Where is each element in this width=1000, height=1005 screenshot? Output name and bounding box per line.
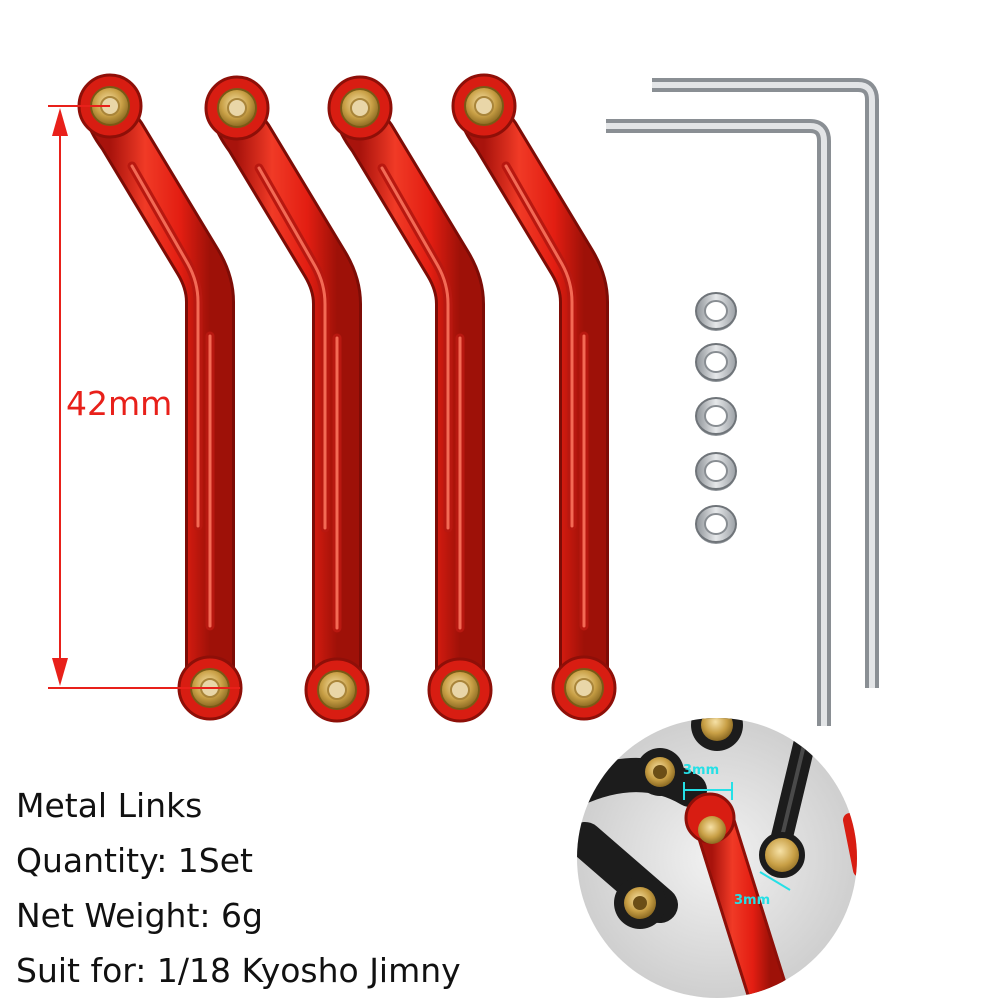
inset-label-3mm-bottom: 3mm xyxy=(734,893,771,908)
inset-label-3mm-top: 3mm xyxy=(683,763,720,778)
spacer-washer-5 xyxy=(695,505,737,545)
installation-detail-inset xyxy=(577,718,857,998)
dimension-label: 42mm xyxy=(66,384,173,423)
spacer-washer-4 xyxy=(695,452,737,492)
spec-compatibility: Suit for: 1/18 Kyosho Jimny xyxy=(16,951,461,990)
spacer-washer-3 xyxy=(695,397,737,437)
spacer-washer-1 xyxy=(695,292,737,332)
spec-net-weight: Net Weight: 6g xyxy=(16,896,263,935)
spacer-washer-2 xyxy=(695,343,737,383)
hex-wrench-small xyxy=(606,119,831,726)
dimension-marker xyxy=(48,105,240,689)
spec-quantity: Quantity: 1Set xyxy=(16,841,253,880)
hex-wrench-large xyxy=(652,78,879,688)
spec-product-name: Metal Links xyxy=(16,786,203,825)
